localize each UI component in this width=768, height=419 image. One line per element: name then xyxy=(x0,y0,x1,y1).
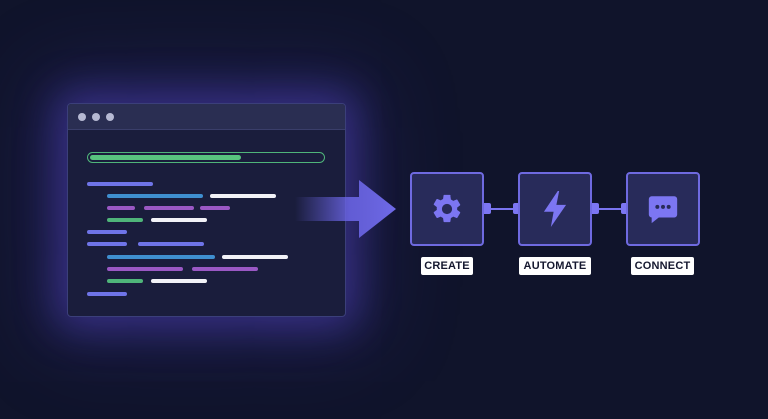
connector-line xyxy=(593,208,627,210)
code-line xyxy=(87,292,127,296)
step-label-automate: AUTOMATE xyxy=(519,257,591,275)
code-line xyxy=(151,279,207,283)
code-line xyxy=(87,230,127,234)
gear-icon xyxy=(433,194,461,223)
progress-bar xyxy=(87,152,325,163)
lightning-bolt-icon xyxy=(543,191,567,227)
step-label-create: CREATE xyxy=(421,257,473,275)
window-dot-icon xyxy=(92,113,100,121)
connector-line xyxy=(485,208,519,210)
window-dot-icon xyxy=(106,113,114,121)
code-line xyxy=(192,267,258,271)
window-dot-icon xyxy=(78,113,86,121)
code-line xyxy=(210,194,276,198)
step-connect xyxy=(626,172,700,246)
code-line xyxy=(87,242,127,246)
step-label-connect: CONNECT xyxy=(631,257,694,275)
code-line xyxy=(107,255,215,259)
code-line xyxy=(107,279,143,283)
code-line xyxy=(107,218,143,222)
code-line xyxy=(107,194,203,198)
step-automate xyxy=(518,172,592,246)
chat-bubble-icon xyxy=(648,196,678,224)
progress-fill xyxy=(90,155,241,160)
code-line xyxy=(200,206,230,210)
code-line xyxy=(107,267,183,271)
code-line xyxy=(87,182,153,186)
code-line xyxy=(138,242,204,246)
connector-node xyxy=(588,203,599,214)
connector-node xyxy=(480,203,491,214)
step-create xyxy=(410,172,484,246)
code-line xyxy=(107,206,135,210)
window-titlebar xyxy=(68,104,345,130)
code-line xyxy=(222,255,288,259)
code-line xyxy=(151,218,207,222)
code-line xyxy=(144,206,194,210)
right-arrow-icon xyxy=(295,180,396,238)
